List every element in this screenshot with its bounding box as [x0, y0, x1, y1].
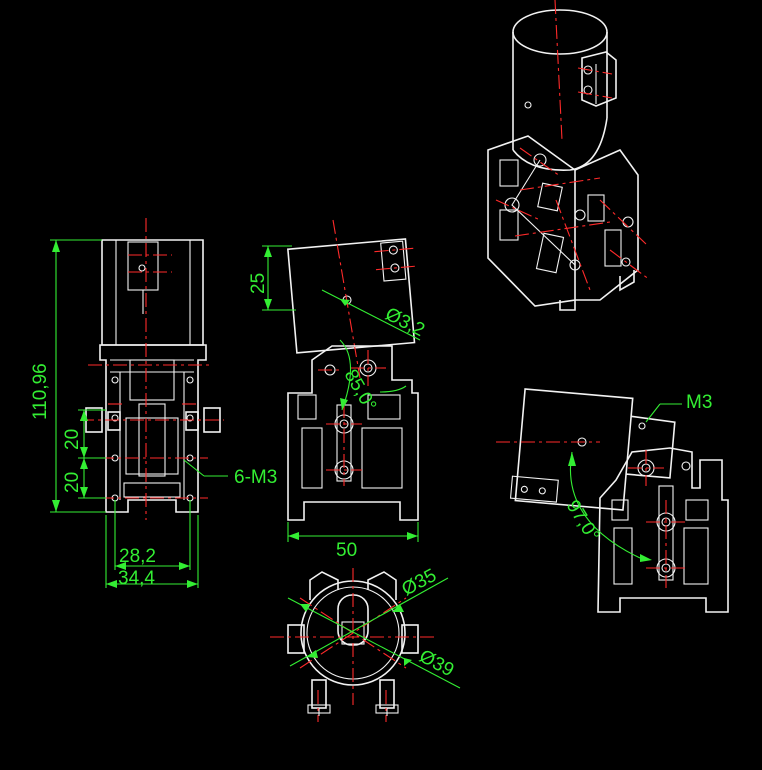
front-dim-upper: 20: [62, 429, 83, 450]
bottom-view: [270, 568, 436, 722]
side-view-dimensions: [262, 245, 421, 542]
side-dim-top-text: 25: [248, 273, 269, 294]
front-dim-height: 110,96: [30, 363, 51, 420]
rotated-callout-screw: M3: [686, 392, 712, 413]
rotated-view: [496, 388, 729, 613]
side-dim-top: 25: [248, 273, 269, 294]
front-callout-holes: 6-M3: [234, 467, 277, 488]
front-dim-outer-width: 34,4: [118, 568, 155, 589]
front-dim-inner-width: 28,2: [119, 546, 156, 567]
front-view: [80, 218, 224, 520]
rotated-dim-angle-text: 97,0°: [562, 497, 603, 546]
side-view: [286, 219, 419, 521]
rotated-view-dimensions: [568, 403, 682, 562]
side-dim-hole: Ø3,2: [382, 304, 428, 341]
side-dim-width: 50: [336, 540, 357, 561]
front-dim-lower: 20: [62, 472, 83, 493]
front-dim-height-text: 110,96: [30, 363, 51, 420]
rotated-dim-angle: 97,0°: [562, 497, 603, 546]
side-dim-hole-text: Ø3,2: [382, 304, 428, 341]
front-dim-lower-text: 20: [62, 472, 83, 493]
isometric-view: [487, 0, 651, 311]
front-view-dimensions: [50, 239, 228, 588]
front-dim-upper-text: 20: [62, 429, 83, 450]
bottom-dim-inner-diameter: Ø35: [398, 565, 440, 600]
bottom-view-dimensions: [287, 577, 461, 689]
bottom-dim-inner-text: Ø35: [398, 565, 440, 600]
